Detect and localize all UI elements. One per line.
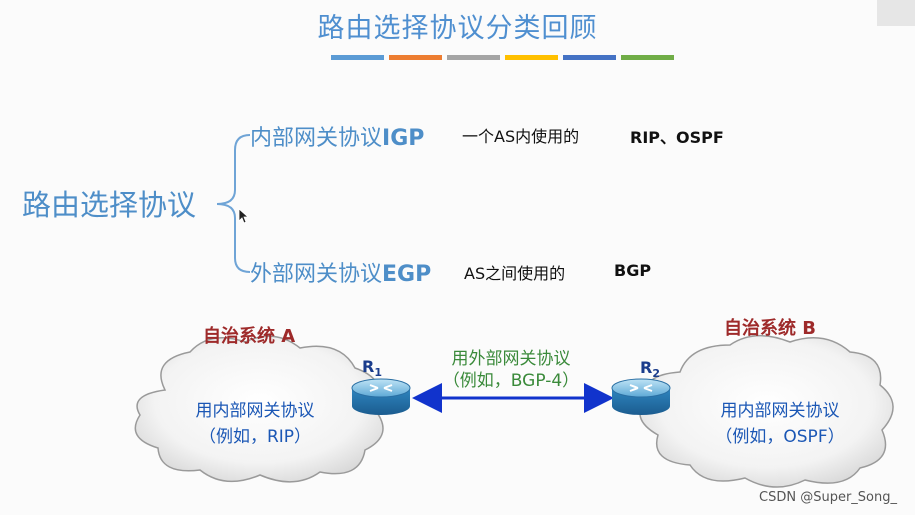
color-segment	[505, 55, 558, 60]
cloud-a	[134, 335, 384, 483]
cloud-a-text: 用内部网关协议 （例如，RIP）	[170, 398, 340, 450]
cursor-icon	[238, 208, 250, 224]
cloud-a-line2: （例如，RIP）	[198, 427, 312, 447]
color-segment	[447, 55, 500, 60]
egp-examples: BGP	[614, 261, 652, 280]
router-r2-icon	[611, 378, 671, 415]
router-r1-label: R1	[362, 357, 382, 380]
egp-desc: AS之间使用的	[464, 264, 566, 283]
corner-patch	[877, 0, 915, 26]
root-label: 路由选择协议	[22, 188, 197, 222]
network-diagram	[134, 334, 894, 488]
igp-branch: 内部网关协议IGP	[250, 120, 424, 152]
link-caption: 用外部网关协议 （例如，BGP-4）	[426, 348, 596, 392]
color-segment	[563, 55, 616, 60]
egp-abbr: EGP	[382, 262, 432, 287]
igp-abbr: IGP	[382, 126, 425, 151]
igp-examples: RIP、OSPF	[630, 128, 724, 147]
egp-branch: 外部网关协议EGP	[250, 256, 431, 288]
cloud-a-line1: 用内部网关协议	[195, 401, 315, 421]
color-segment	[621, 55, 674, 60]
color-segment	[331, 55, 384, 60]
cloud-b-line2: （例如，OSPF）	[715, 427, 845, 447]
slide-title: 路由选择协议分类回顾	[317, 13, 598, 44]
as-a-label: 自治系统 A	[203, 326, 296, 347]
igp-name: 内部网关协议	[250, 126, 383, 151]
router-r1-icon	[351, 378, 411, 415]
as-b-label: 自治系统 B	[724, 318, 816, 339]
cloud-b	[639, 334, 894, 488]
egp-name: 外部网关协议	[250, 262, 383, 287]
router-r2-label: R2	[640, 358, 660, 381]
igp-desc: 一个AS内使用的	[462, 127, 580, 146]
cloud-b-line1: 用内部网关协议	[720, 401, 840, 421]
color-segment	[389, 55, 442, 60]
cloud-b-text: 用内部网关协议 （例如，OSPF）	[695, 398, 865, 450]
link-line1: 用外部网关协议	[451, 349, 571, 369]
watermark: CSDN @Super_Song_	[759, 490, 897, 505]
link-line2: （例如，BGP-4）	[442, 371, 580, 391]
brace	[216, 134, 251, 273]
